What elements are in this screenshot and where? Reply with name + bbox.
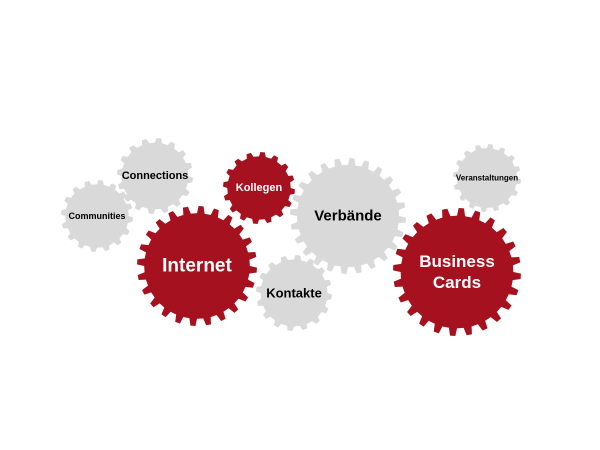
- gear-connections: Connections: [117, 138, 193, 214]
- gear-shape-internet: [137, 206, 257, 326]
- gear-label-business-cards-1: Business: [419, 252, 495, 271]
- gear-verbaende: Verbände: [290, 158, 406, 274]
- gear-veranstaltungen: Veranstaltungen: [453, 144, 521, 212]
- gear-label-kollegen: Kollegen: [236, 182, 283, 194]
- gear-label-verbaende: Verbände: [314, 208, 382, 225]
- gear-kollegen: Kollegen: [223, 152, 295, 224]
- gear-label-communities: Communities: [68, 211, 125, 221]
- gear-shape-kontakte: [256, 255, 332, 331]
- gear-label-internet: Internet: [162, 256, 232, 277]
- gear-internet: Internet: [137, 206, 257, 326]
- gear-shape-kollegen: [223, 152, 295, 224]
- gear-shape-veranstaltungen: [453, 144, 521, 212]
- gear-shape-verbaende: [290, 158, 406, 274]
- gear-label-business-cards-2: Cards: [433, 273, 481, 292]
- gear-shape-connections: [117, 138, 193, 214]
- gear-kontakte: Kontakte: [256, 255, 332, 331]
- gear-shape-communities: [61, 180, 133, 252]
- gear-shape-business-cards: [393, 208, 521, 336]
- gear-communities: Communities: [61, 180, 133, 252]
- gear-label-veranstaltungen: Veranstaltungen: [456, 174, 518, 183]
- gear-label-connections: Connections: [122, 170, 189, 182]
- gear-label-kontakte: Kontakte: [266, 286, 322, 301]
